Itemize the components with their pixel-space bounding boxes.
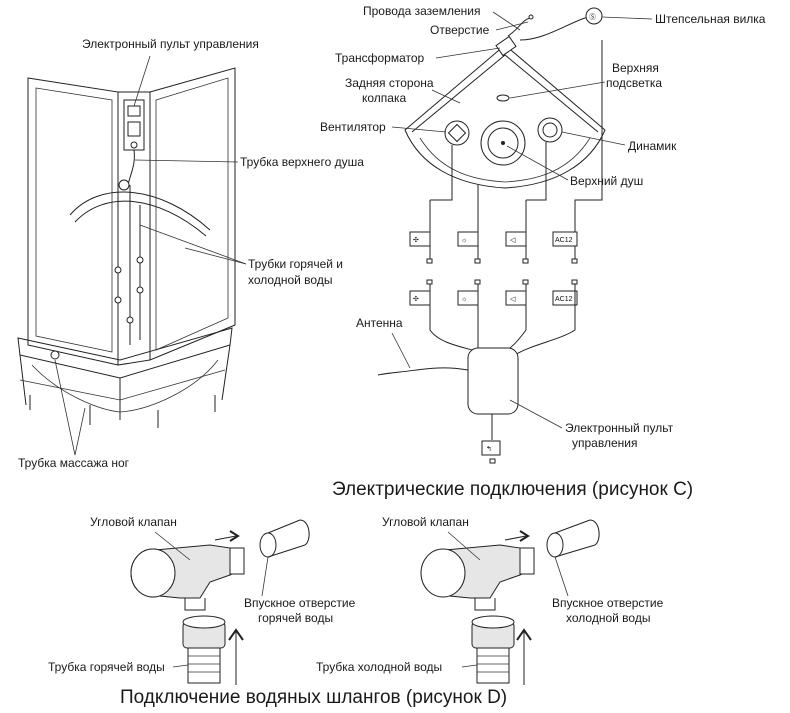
label-back-side-1: Задняя сторона bbox=[345, 76, 434, 90]
label-water-tubes-2: холодной воды bbox=[248, 273, 332, 287]
title-electrical: Электрические подключения (рисунок C) bbox=[332, 479, 693, 500]
label-fan: Вентилятор bbox=[320, 120, 386, 134]
hot-water-assembly bbox=[130, 519, 310, 685]
ac12-label-bottom: AC12 bbox=[555, 296, 573, 303]
label-ground-wires: Провода заземления bbox=[363, 4, 480, 18]
cold-water-assembly bbox=[420, 519, 600, 685]
label-hot-valve: Угловой клапан bbox=[90, 515, 177, 529]
svg-text:☼: ☼ bbox=[461, 237, 467, 244]
label-top-light-1: Верхняя bbox=[612, 61, 659, 75]
connector-speaker-top bbox=[505, 231, 527, 247]
svg-text:↰: ↰ bbox=[486, 445, 492, 453]
label-control-box-2: управления bbox=[572, 436, 637, 450]
connector-ac12-top bbox=[552, 231, 578, 247]
label-transformer: Трансформатор bbox=[335, 51, 425, 65]
speaker bbox=[537, 117, 563, 143]
label-hole: Отверстие bbox=[430, 23, 490, 37]
label-top-light-2: подсветка bbox=[606, 76, 662, 90]
svg-text:Ⓢ: Ⓢ bbox=[589, 13, 596, 21]
label-control-panel: Электронный пульт управления bbox=[82, 37, 259, 51]
title-water: Подключение водяных шлангов (рисунок D) bbox=[120, 687, 507, 708]
svg-text:◁: ◁ bbox=[510, 296, 516, 303]
connector-bottom bbox=[481, 440, 501, 456]
svg-text:☼: ☼ bbox=[461, 296, 467, 303]
top-light bbox=[496, 94, 510, 102]
label-hot-hose: Трубка горячей воды bbox=[48, 660, 165, 674]
ac12-label-top: AC12 bbox=[555, 237, 573, 244]
connector-speaker-bottom bbox=[505, 290, 527, 306]
label-cold-inlet-1: Впускное отверстие bbox=[552, 596, 664, 610]
label-hot-inlet-2: горячей воды bbox=[258, 611, 333, 625]
svg-text:✣: ✣ bbox=[413, 236, 419, 244]
label-top-shower-tube: Трубка верхнего душа bbox=[240, 155, 364, 169]
connector-fan-top bbox=[409, 231, 431, 247]
svg-text:✣: ✣ bbox=[413, 295, 419, 303]
label-control-box-1: Электронный пульт bbox=[565, 421, 674, 435]
label-antenna: Антенна bbox=[356, 316, 403, 330]
shower-cabin-drawing bbox=[17, 67, 236, 428]
svg-text:◁: ◁ bbox=[510, 237, 516, 244]
label-water-tubes-1: Трубки горячей и bbox=[248, 257, 343, 271]
label-foot-massage: Трубка массажа ног bbox=[18, 456, 130, 470]
fan bbox=[444, 120, 470, 146]
label-top-shower: Верхний душ bbox=[570, 174, 643, 188]
label-cold-hose: Трубка холодной воды bbox=[316, 660, 442, 674]
electrical-diagram: Ⓢ ✣ ☼ ◁ AC12 ✣ ☼ ◁ AC12 bbox=[377, 7, 606, 464]
transformer bbox=[495, 35, 517, 57]
label-plug: Штепсельная вилка bbox=[655, 12, 766, 26]
connector-light-top bbox=[457, 231, 479, 247]
label-cold-inlet-2: холодной воды bbox=[566, 611, 650, 625]
electronic-control-box bbox=[467, 347, 519, 415]
connector-ac12-bottom bbox=[552, 290, 578, 306]
label-speaker: Динамик bbox=[628, 139, 677, 153]
label-hot-inlet-1: Впускное отверстие bbox=[244, 596, 356, 610]
label-cold-valve: Угловой клапан bbox=[382, 515, 469, 529]
plug bbox=[585, 7, 603, 25]
label-back-side-2: колпака bbox=[362, 91, 406, 105]
